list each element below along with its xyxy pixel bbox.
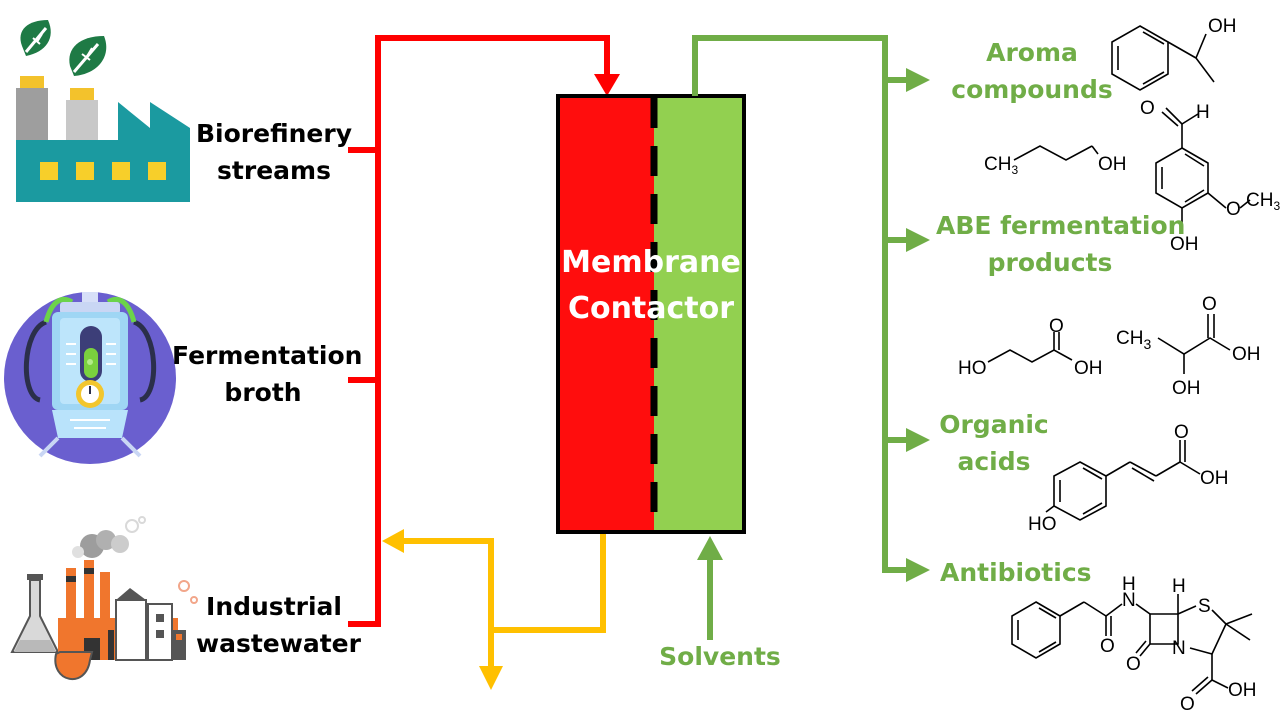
acid-hydroxyl-label: OH	[1232, 344, 1261, 365]
output-label-line: ABE fermentation	[936, 211, 1186, 240]
output-label-line: Organic	[939, 410, 1049, 439]
sulfur-label: S	[1198, 596, 1211, 617]
output-label-line: products	[987, 248, 1113, 277]
output-label-abe: ABE fermentation products	[936, 207, 1186, 281]
amide-nitrogen-label: N	[1122, 590, 1136, 611]
source-label-biorefinery: Biorefinery streams	[190, 115, 358, 189]
product-arrows	[697, 68, 930, 582]
lactic-acid-structure: CH3 O OH OH	[1116, 294, 1261, 399]
carbonyl-oxygen-label: O	[1049, 316, 1064, 337]
source-label-line: wastewater	[196, 629, 361, 658]
phenylethanol-structure: OH	[1111, 16, 1237, 91]
feed-lines	[348, 35, 610, 627]
retentate-arrows	[382, 529, 503, 690]
output-label-line: Antibiotics	[940, 558, 1092, 587]
coumaric-acid-structure: HO O OH	[1028, 422, 1229, 535]
acid-hydroxyl-label: OH	[1074, 358, 1103, 379]
lactam-oxygen-label: O	[1126, 654, 1141, 675]
butanol-structure: CH3 OH	[984, 145, 1127, 177]
methyl-label: CH3	[984, 154, 1018, 177]
carbonyl-oxygen-label: O	[1202, 294, 1217, 315]
penicillin-structure: O H N O H N S O OH	[1011, 574, 1257, 715]
retentate-lines	[400, 534, 606, 668]
hydroxyl-label: OH	[1172, 378, 1201, 399]
aldehyde-hydrogen-label: H	[1196, 102, 1210, 123]
methyl-label: CH3	[1116, 328, 1151, 352]
product-lines	[692, 35, 908, 640]
acid-hydroxyl-label: OH	[1200, 468, 1229, 489]
contactor-label: Membrane Contactor	[558, 244, 744, 336]
output-label-line: acids	[957, 447, 1031, 476]
methoxy-oxygen-label: O	[1226, 199, 1241, 220]
feed-arrow	[594, 74, 620, 96]
factory-icon	[16, 20, 190, 202]
bridgehead-hydrogen-label: H	[1172, 576, 1186, 597]
source-label-fermentation: Fermentation broth	[172, 337, 363, 411]
output-label-line: compounds	[951, 75, 1113, 104]
hydroxyl-label: HO	[958, 358, 987, 379]
hydroxypropionic-acid-structure: HO O OH	[958, 316, 1103, 379]
source-label-line: Biorefinery	[196, 119, 352, 148]
hydroxyl-label: HO	[1028, 514, 1057, 535]
carbonyl-oxygen-label: O	[1140, 98, 1155, 119]
source-label-line: broth	[224, 378, 302, 407]
amide-hydrogen-label: H	[1122, 574, 1136, 595]
membrane-contactor	[556, 94, 746, 534]
carboxyl-oxygen-label: O	[1180, 694, 1195, 715]
industrial-plant-icon	[10, 516, 198, 680]
contactor-label-line: Contactor	[567, 291, 735, 326]
carbonyl-oxygen-label: O	[1174, 422, 1189, 443]
amide-oxygen-label: O	[1100, 636, 1115, 657]
source-label-line: Fermentation	[172, 341, 363, 370]
carboxyl-hydroxyl-label: OH	[1228, 680, 1257, 701]
lactam-nitrogen-label: N	[1172, 638, 1186, 659]
output-label-line: Aroma	[986, 38, 1078, 67]
hydroxyl-label: OH	[1098, 154, 1127, 175]
source-label-industrial: Industrial wastewater	[196, 588, 361, 662]
bioreactor-icon	[4, 292, 176, 464]
output-label-aroma: Aroma compounds	[940, 34, 1124, 108]
hydroxyl-label: OH	[1208, 16, 1237, 37]
solvents-label: Solvents	[659, 642, 781, 671]
contactor-label-line: Membrane	[561, 245, 741, 280]
output-label-antibiotics: Antibiotics	[940, 554, 1092, 591]
output-label-organic-acids: Organic acids	[932, 406, 1056, 480]
source-label-line: Industrial	[206, 592, 342, 621]
vanillin-structure: O H O CH3 OH	[1140, 98, 1280, 255]
methoxy-methyl-label: CH3	[1246, 190, 1280, 213]
source-label-line: streams	[217, 156, 331, 185]
phenol-hydroxyl-label: OH	[1170, 234, 1199, 255]
